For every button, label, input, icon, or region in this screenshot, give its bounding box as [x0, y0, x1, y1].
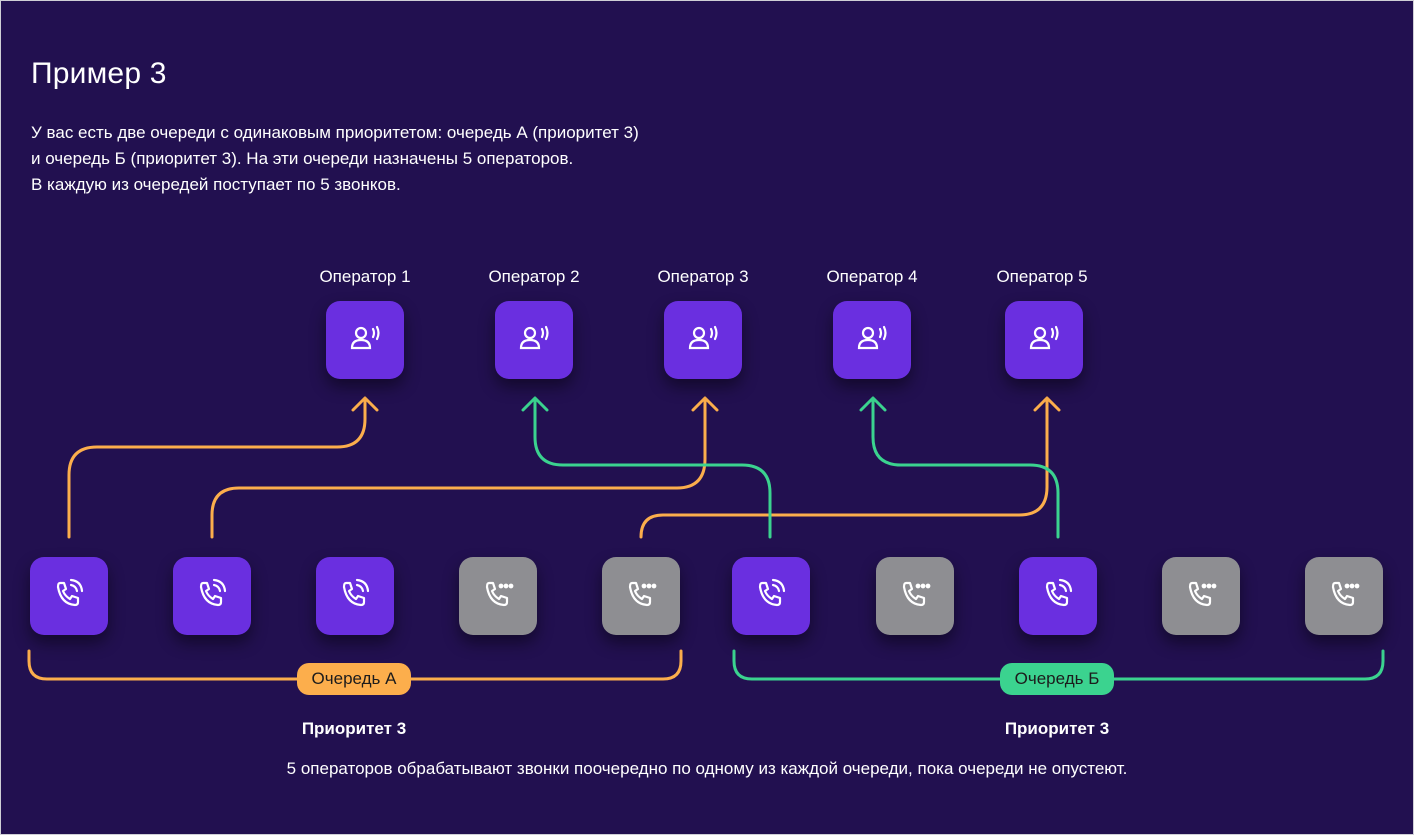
route-call1-operator1: [67, 397, 367, 539]
phone-ringing-icon: [1039, 575, 1077, 618]
call-tile-a1: [30, 557, 108, 635]
call-tile-b5: [1305, 557, 1383, 635]
queue-a-priority: Приоритет 3: [301, 719, 407, 738]
phone-waiting-icon: [622, 575, 660, 618]
route-call5-operator5: [639, 397, 1049, 539]
call-tile-a4: [459, 557, 537, 635]
queue-b-badge: Очередь Б: [1000, 663, 1114, 695]
operator-speaking-icon: [684, 319, 722, 362]
call-tile-b3: [1019, 557, 1097, 635]
operator-speaking-icon: [853, 319, 891, 362]
description-line: В каждую из очередей поступает по 5 звон…: [31, 175, 401, 194]
route-call6-operator2: [533, 397, 772, 539]
operator-2-label: Оператор 2: [488, 267, 580, 286]
operator-1-tile: [326, 301, 404, 379]
queue-a-badge: Очередь А: [297, 663, 411, 695]
queue-b-bracket: [732, 649, 1385, 681]
call-tile-a3: [316, 557, 394, 635]
call-tile-a5: [602, 557, 680, 635]
operator-4-label: Оператор 4: [826, 267, 918, 286]
arrowhead-operator1: [351, 396, 379, 412]
call-tile-b4: [1162, 557, 1240, 635]
phone-waiting-icon: [479, 575, 517, 618]
phone-ringing-icon: [50, 575, 88, 618]
phone-waiting-icon: [1182, 575, 1220, 618]
phone-ringing-icon: [752, 575, 790, 618]
operator-speaking-icon: [346, 319, 384, 362]
page-title: Пример 3: [31, 57, 167, 90]
operator-1-label: Оператор 1: [319, 267, 411, 286]
queue-b-priority: Приоритет 3: [1004, 719, 1110, 738]
phone-ringing-icon: [336, 575, 374, 618]
operator-4-tile: [833, 301, 911, 379]
phone-ringing-icon: [193, 575, 231, 618]
description-line: и очередь Б (приоритет 3). На эти очеред…: [31, 149, 574, 168]
operator-5-label: Оператор 5: [996, 267, 1088, 286]
queue-a-bracket: [27, 649, 683, 681]
footer-note: 5 операторов обрабатывают звонки поочере…: [286, 759, 1128, 778]
description-line: У вас есть две очереди с одинаковым прио…: [31, 123, 639, 142]
phone-waiting-icon: [1325, 575, 1363, 618]
operator-5-tile: [1005, 301, 1083, 379]
operator-2-tile: [495, 301, 573, 379]
operator-3-label: Оператор 3: [657, 267, 749, 286]
call-tile-a2: [173, 557, 251, 635]
arrowhead-operator4: [859, 396, 887, 412]
route-call2-operator3: [210, 397, 707, 539]
arrowhead-operator2: [521, 396, 549, 412]
phone-waiting-icon: [896, 575, 934, 618]
arrowhead-operator3: [691, 396, 719, 412]
description: У вас есть две очереди с одинаковым прио…: [31, 120, 791, 198]
call-tile-b1: [732, 557, 810, 635]
route-call8-operator4: [871, 397, 1060, 539]
call-tile-b2: [876, 557, 954, 635]
operator-speaking-icon: [1025, 319, 1063, 362]
operator-speaking-icon: [515, 319, 553, 362]
arrowhead-operator5: [1033, 396, 1061, 412]
operator-3-tile: [664, 301, 742, 379]
